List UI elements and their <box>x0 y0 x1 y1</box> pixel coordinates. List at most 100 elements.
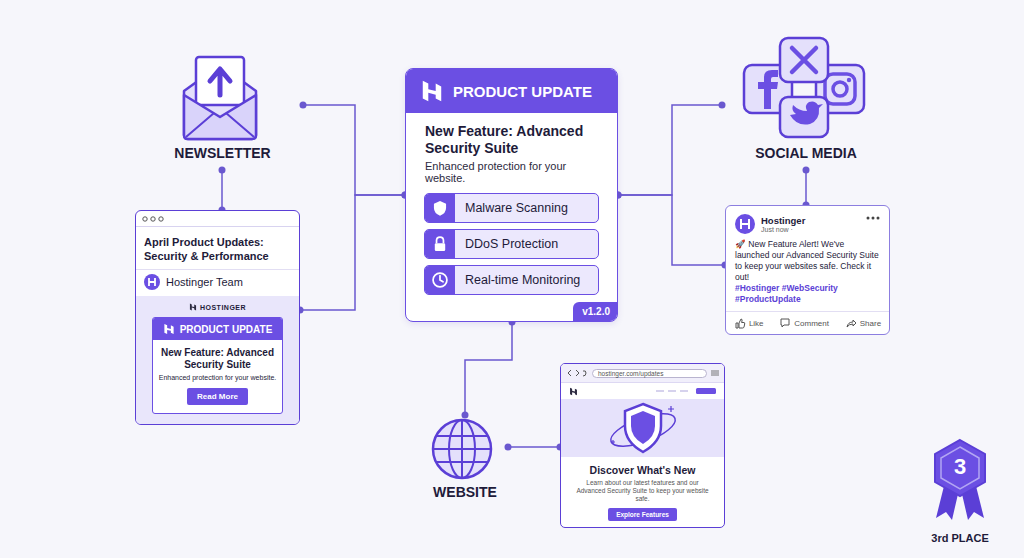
action-icon <box>779 317 791 329</box>
account-avatar <box>735 214 755 234</box>
action-item: Comment <box>779 317 829 329</box>
action-item: Share <box>845 317 881 329</box>
header-band: PRODUCT UPDATE <box>406 69 617 113</box>
feature-icon-box <box>425 230 455 258</box>
site-nav <box>561 383 724 399</box>
feature-row: Malware Scanning <box>424 193 599 223</box>
connector <box>805 170 807 205</box>
feature-row: DDoS Protection <box>424 229 599 259</box>
header-band: PRODUCT UPDATE <box>153 318 282 340</box>
site-logo <box>569 387 578 396</box>
url-field: hostinger.com/updates <box>592 369 707 378</box>
cta-button: Read More <box>187 388 248 405</box>
connector-dot <box>803 167 810 174</box>
feature-subtitle: Enhanced protection for your website. <box>425 160 605 184</box>
award-badge: 33rd PLACE <box>922 438 998 554</box>
window-bar <box>136 211 299 227</box>
post-actions: Like Comment Share <box>726 311 889 334</box>
button-label: Explore Features <box>616 511 669 518</box>
channel-label: SOCIAL MEDIA <box>722 145 890 161</box>
action-label: Share <box>860 319 881 328</box>
sender-row: Hostinger Team <box>136 269 299 294</box>
feature-icon <box>427 267 453 293</box>
connector <box>508 446 560 448</box>
connector-dot <box>719 102 726 109</box>
action-icon <box>734 317 746 329</box>
site-links <box>656 388 716 394</box>
connector <box>300 195 405 310</box>
brand-logo <box>189 303 197 311</box>
connector-dot <box>219 167 226 174</box>
action-icon <box>845 317 857 329</box>
hero-text: Learn about our latest features and our … <box>575 479 710 503</box>
channel-icon <box>427 416 497 482</box>
connector <box>465 322 512 415</box>
window-dots <box>142 216 166 222</box>
hero-banner <box>561 399 724 457</box>
account-name: Hostinger <box>761 215 860 226</box>
version-badge: v1.2.0 <box>573 302 617 321</box>
more-menu <box>866 216 880 220</box>
action-label: Like <box>749 319 764 328</box>
brand-logo <box>420 78 444 104</box>
shield-illustration <box>601 400 685 456</box>
post-time: Just now · <box>761 226 860 233</box>
connector <box>618 105 722 195</box>
sender-name: Hostinger Team <box>166 276 243 288</box>
feature-title: New Feature: Advanced Security Suite <box>159 347 276 371</box>
feature-name: Malware Scanning <box>465 198 572 218</box>
email-subject: April Product Updates: Security & Perfor… <box>144 235 291 263</box>
sender-logo <box>144 274 160 290</box>
email-body: HOSTINGER PRODUCT UPDATE New Feature: Adva… <box>136 296 299 424</box>
feature-icon <box>427 231 453 257</box>
channel-label: WEBSITE <box>422 484 508 500</box>
award-label: 3rd PLACE <box>916 532 1004 544</box>
hero-heading: Discover What's New <box>590 464 696 476</box>
account-info: HostingerJust now · <box>761 215 860 233</box>
email-update-card: PRODUCT UPDATE New Feature: Advanced Secu… <box>152 317 283 414</box>
social-post-card: HostingerJust now · 🚀 New Feature Alert! … <box>725 205 890 335</box>
connector <box>303 105 405 195</box>
email-card: April Product Updates: Security & Perfor… <box>135 210 300 425</box>
header-title: PRODUCT UPDATE <box>453 83 592 100</box>
channel-icon <box>180 53 260 141</box>
connector-dot <box>300 102 307 109</box>
feature-title: New Feature: Advanced Security Suite <box>425 123 605 157</box>
menu-icon <box>711 370 719 376</box>
award-ribbon <box>922 438 998 522</box>
feature-icon <box>427 195 453 221</box>
action-item: Like <box>734 317 764 329</box>
channel-icon <box>722 35 884 140</box>
browser-window: hostinger.com/updatesDiscover What's New… <box>560 363 725 528</box>
feature-icon-box <box>425 266 455 294</box>
button-label: Read More <box>197 392 238 401</box>
feature-icon-box <box>425 194 455 222</box>
brand-logo <box>163 323 175 335</box>
feature-row: Real-time Monitoring <box>424 265 599 295</box>
url-text: hostinger.com/updates <box>598 370 663 377</box>
post-body: 🚀 New Feature Alert! We've launched our … <box>735 239 880 283</box>
award-number: 3 <box>922 454 998 480</box>
update-card: PRODUCT UPDATE New Feature: Advanced Secu… <box>405 68 618 322</box>
action-label: Comment <box>794 319 829 328</box>
brand-name: HOSTINGER <box>200 304 246 311</box>
nav-buttons <box>566 369 588 377</box>
channel-node: WEBSITE <box>422 415 508 507</box>
connector <box>221 170 223 210</box>
browser-bar: hostinger.com/updates <box>561 364 724 383</box>
cta-button: Explore Features <box>608 508 677 521</box>
connector-dot <box>505 444 512 451</box>
channel-label: NEWSLETTER <box>142 145 303 161</box>
channel-node: NEWSLETTER <box>142 45 303 170</box>
header-title: PRODUCT UPDATE <box>180 324 273 335</box>
channel-node: SOCIAL MEDIA <box>722 35 890 170</box>
connector-dot <box>462 412 469 419</box>
feature-name: Real-time Monitoring <box>465 270 584 290</box>
feature-subtitle: Enhanced protection for your website. <box>159 374 277 381</box>
post-hashtags: #Hostinger #WebSecurity #ProductUpdate <box>735 283 880 305</box>
connector <box>618 195 725 265</box>
feature-list: Malware ScanningDDoS ProtectionReal-time… <box>406 193 617 295</box>
feature-name: DDoS Protection <box>465 234 562 254</box>
